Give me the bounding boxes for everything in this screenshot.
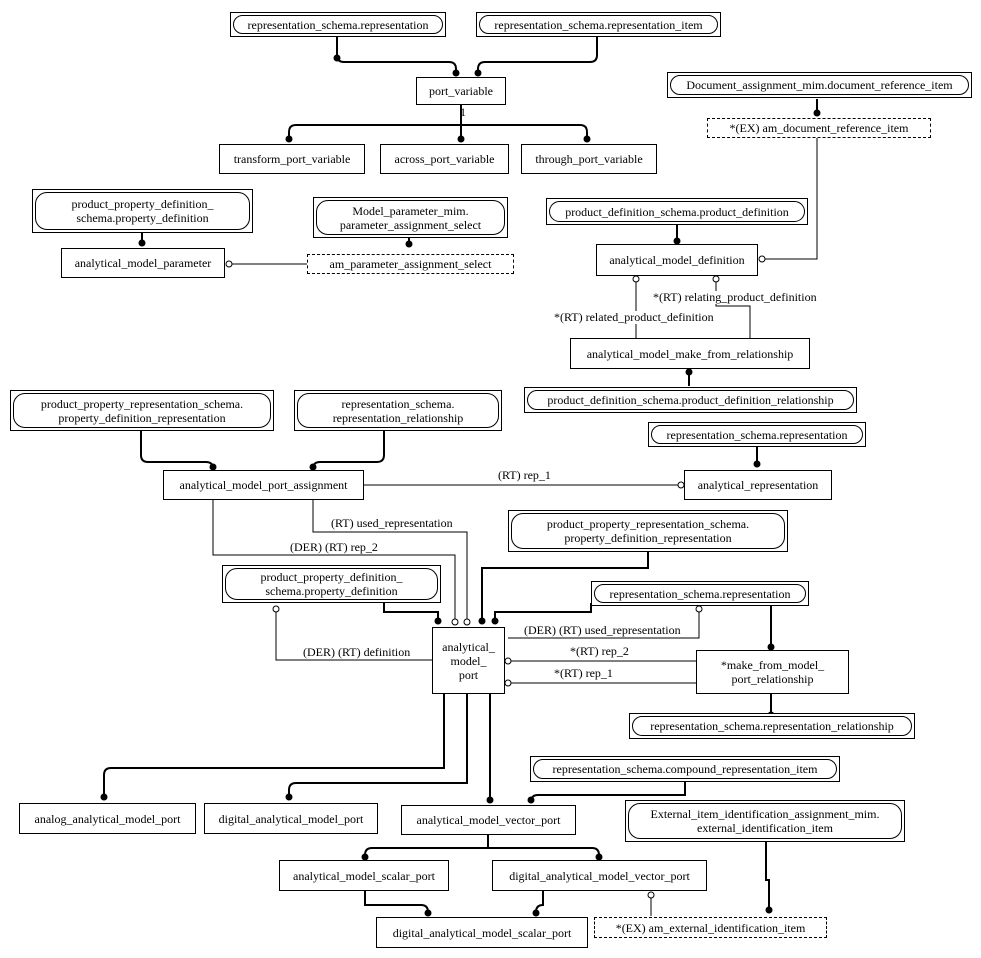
relating-product-definition-label: *(RT) relating_product_definition <box>652 290 818 304</box>
entity-port-assignment[interactable]: analytical_model_port_assignment <box>163 470 364 500</box>
entity-make-from-relationship[interactable]: analytical_model_make_from_relationship <box>570 338 810 369</box>
entity-transform-port-variable[interactable]: transform_port_variable <box>219 144 365 174</box>
der-rep-2-label: (DER) (RT) rep_2 <box>289 540 379 554</box>
entity-property-definition-2[interactable]: product_property_definition_ schema.prop… <box>222 565 441 603</box>
entity-representation-schema-representation[interactable]: representation_schema.representation <box>230 12 446 37</box>
select-am-document-reference-item[interactable]: *(EX) am_document_reference_item <box>707 118 931 138</box>
entity-representation-relationship-1[interactable]: representation_schema. representation_re… <box>294 390 502 431</box>
entity-property-definition-representation-2[interactable]: product_property_representation_schema. … <box>508 510 788 552</box>
entity-label: Document_assignment_mim.document_referen… <box>670 75 969 95</box>
entity-digital-analytical-model-vector-port[interactable]: digital_analytical_model_vector_port <box>492 860 707 891</box>
entity-label: product_definition_schema.product_defini… <box>527 390 854 410</box>
entity-label: product_property_definition_ schema.prop… <box>35 192 250 230</box>
select-am-external-identification-item[interactable]: *(EX) am_external_identification_item <box>594 917 827 938</box>
entity-label: Model_parameter_mim. parameter_assignmen… <box>316 200 505 235</box>
rep-2-label: *(RT) rep_2 <box>569 644 630 658</box>
entity-representation-item[interactable]: representation_schema.representation_ite… <box>476 12 721 37</box>
entity-analytical-model-definition[interactable]: analytical_model_definition <box>596 244 758 276</box>
entity-make-from-model-port-relationship[interactable]: *make_from_model_ port_relationship <box>696 650 849 694</box>
entity-label: product_property_representation_schema. … <box>511 513 785 549</box>
entity-external-identification-item[interactable]: External_item_identification_assignment_… <box>625 800 905 842</box>
entity-analytical-model-port[interactable]: analytical_ model_ port <box>432 627 505 694</box>
entity-label: External_item_identification_assignment_… <box>628 803 902 839</box>
entity-label: representation_schema.representation <box>233 15 443 34</box>
der-used-representation-label: (DER) (RT) used_representation <box>523 623 682 637</box>
entity-label: representation_schema.representation_ite… <box>479 15 718 34</box>
entity-analog-analytical-model-port[interactable]: analog_analytical_model_port <box>19 803 196 834</box>
entity-label: product_definition_schema.product_defini… <box>549 201 805 222</box>
entity-through-port-variable[interactable]: through_port_variable <box>521 144 657 174</box>
entity-digital-analytical-model-scalar-port[interactable]: digital_analytical_model_scalar_port <box>376 917 588 948</box>
rep-1-label-top: (RT) rep_1 <box>497 468 552 482</box>
entity-compound-representation-item[interactable]: representation_schema.compound_represent… <box>530 756 840 782</box>
related-product-definition-label: *(RT) related_product_definition <box>553 310 715 324</box>
entity-representation-2[interactable]: representation_schema.representation <box>648 422 866 447</box>
entity-analytical-model-vector-port[interactable]: analytical_model_vector_port <box>401 805 576 835</box>
entity-port-variable[interactable]: port_variable <box>416 77 506 105</box>
entity-property-definition-representation-1[interactable]: product_property_representation_schema. … <box>10 390 274 431</box>
entity-label: representation_schema.representation <box>651 425 863 444</box>
entity-label: representation_schema.compound_represent… <box>533 759 837 779</box>
entity-property-definition-1[interactable]: product_property_definition_ schema.prop… <box>32 189 253 233</box>
der-definition-label: (DER) (RT) definition <box>302 645 412 659</box>
entity-analytical-model-scalar-port[interactable]: analytical_model_scalar_port <box>279 860 449 891</box>
entity-label: representation_schema.representation_rel… <box>632 716 912 736</box>
entity-label: product_property_definition_ schema.prop… <box>225 568 438 600</box>
used-representation-label: (RT) used_representation <box>330 516 454 530</box>
entity-digital-analytical-model-port[interactable]: digital_analytical_model_port <box>204 803 378 834</box>
entity-representation-3[interactable]: representation_schema.representation <box>591 581 809 606</box>
select-am-parameter-assignment[interactable]: am_parameter_assignment_select <box>307 254 514 274</box>
entity-label: representation_schema.representation <box>594 584 806 603</box>
entity-parameter-assignment-select[interactable]: Model_parameter_mim. parameter_assignmen… <box>313 197 508 238</box>
entity-representation-relationship-2[interactable]: representation_schema.representation_rel… <box>629 713 915 739</box>
rep-1-label-bottom: *(RT) rep_1 <box>553 666 614 680</box>
cardinality-label: 1 <box>460 105 466 119</box>
entity-analytical-representation[interactable]: analytical_representation <box>684 470 832 500</box>
entity-across-port-variable[interactable]: across_port_variable <box>380 144 509 174</box>
entity-document-reference-item[interactable]: Document_assignment_mim.document_referen… <box>667 72 972 98</box>
entity-product-definition[interactable]: product_definition_schema.product_defini… <box>546 198 808 225</box>
entity-label: representation_schema. representation_re… <box>297 393 499 428</box>
entity-product-definition-relationship[interactable]: product_definition_schema.product_defini… <box>524 387 857 413</box>
entity-analytical-model-parameter[interactable]: analytical_model_parameter <box>61 248 225 278</box>
entity-label: product_property_representation_schema. … <box>13 393 271 428</box>
